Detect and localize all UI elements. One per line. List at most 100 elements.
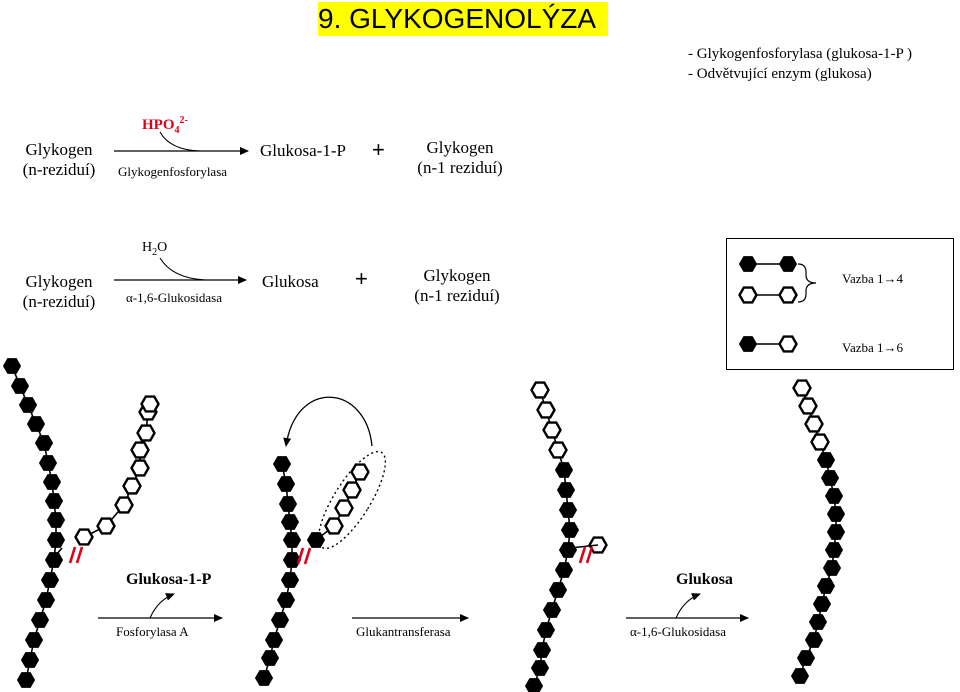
residue-filled <box>276 476 296 492</box>
step1-product: Glukosa-1-P <box>126 571 212 588</box>
r1-product2: Glykogen (n-1 reziduí) <box>405 138 515 178</box>
step1-enzyme: Fosforylasa A <box>116 624 189 639</box>
residue-filled <box>558 542 578 558</box>
residue-open <box>342 481 362 499</box>
r2-product2-name: Glykogen <box>423 266 491 285</box>
residue-filled <box>548 582 568 598</box>
r1-plus: + <box>372 137 385 162</box>
residue-filled <box>278 496 298 512</box>
r1-substrate: Glykogen (n-reziduí) <box>14 140 104 180</box>
residue-filled <box>18 397 38 413</box>
residue-filled <box>822 560 842 576</box>
legend-box <box>726 238 954 370</box>
residue-filled <box>36 592 56 608</box>
page-title: 9. GLYKOGENOLÝZA <box>318 2 608 36</box>
r1-enzyme: Glykogenfosforylasa <box>118 164 228 179</box>
r2-substrate-residues: (n-reziduí) <box>22 292 96 311</box>
residue-open <box>334 499 354 517</box>
residue-open <box>778 335 798 353</box>
residue-filled <box>542 602 562 618</box>
residue-filled <box>808 614 828 630</box>
residue-open <box>530 381 550 399</box>
r2-product2: Glykogen (n-1 reziduí) <box>402 266 512 306</box>
residue-filled <box>24 632 44 648</box>
residue-filled <box>778 256 798 272</box>
residue-open <box>542 421 562 439</box>
residue-filled <box>524 678 544 692</box>
residue-filled <box>26 416 46 432</box>
residue-filled <box>816 578 836 594</box>
residue-filled <box>282 532 302 548</box>
residue-filled <box>16 672 36 688</box>
glycosidic-bond <box>55 547 63 556</box>
transferred-segment-ellipse <box>317 450 387 550</box>
residue-filled <box>280 514 300 530</box>
residue-filled <box>738 336 758 352</box>
legend-bond-1-6: Vazba 1→6 <box>842 340 904 355</box>
residue-filled <box>42 474 62 490</box>
residue-filled <box>280 572 300 588</box>
residue-filled <box>554 462 574 478</box>
enzyme-notes: - Glykogenfosforylasa (glukosa-1-P ) - O… <box>688 44 912 84</box>
residue-filled <box>40 572 60 588</box>
residue-filled <box>260 650 280 666</box>
residue-open <box>324 517 344 535</box>
residue-filled <box>264 632 284 648</box>
r1-product: Glukosa-1-P <box>260 141 346 160</box>
residue-open <box>130 459 150 477</box>
residue-filled <box>558 502 578 518</box>
residue-filled <box>44 493 64 509</box>
residue-filled <box>306 532 326 548</box>
residue-filled <box>532 642 552 658</box>
residue-open <box>74 528 94 546</box>
residue-filled <box>804 632 824 648</box>
residue-filled <box>738 256 758 272</box>
residue-filled <box>824 488 844 504</box>
step3-release-curve <box>675 593 701 619</box>
residue-filled <box>530 660 550 676</box>
residue-filled <box>272 456 292 472</box>
residue-open <box>792 379 812 397</box>
residue-filled <box>38 455 58 471</box>
residue-filled <box>536 622 556 638</box>
r2-plus: + <box>355 266 368 291</box>
residue-filled <box>790 668 810 684</box>
residue-filled <box>820 470 840 486</box>
cleavage-mark <box>578 546 594 564</box>
r1-product2-name: Glykogen <box>426 138 494 157</box>
residue-open <box>96 517 116 535</box>
residue-open <box>122 477 142 495</box>
residue-filled <box>10 378 30 394</box>
residue-filled <box>824 542 844 558</box>
legend-bond-1-4: Vazba 1→4 <box>842 271 904 286</box>
r1-substrate-name: Glykogen <box>25 140 93 159</box>
step1-release-curve <box>149 593 175 619</box>
residue-filled <box>46 532 66 548</box>
residue-filled <box>46 512 66 528</box>
residue-filled <box>254 670 274 686</box>
cleavage-mark <box>68 546 84 564</box>
r2-product2-residues: (n-1 reziduí) <box>414 286 500 305</box>
r2-substrate: Glykogen (n-reziduí) <box>14 272 104 312</box>
transfer-loop-arrow <box>283 396 373 447</box>
r2-cofactor-curve <box>159 257 206 281</box>
residue-filled <box>2 358 22 374</box>
r2-product: Glukosa <box>262 272 319 291</box>
step3-enzyme: α-1,6-Glukosidasa <box>630 624 726 639</box>
residue-open <box>798 397 818 415</box>
arrow-icon: → <box>883 271 897 286</box>
residue-open <box>738 286 758 304</box>
residue-open <box>350 463 370 481</box>
residue-filled <box>282 552 302 568</box>
residue-filled <box>276 592 296 608</box>
residue-filled <box>816 452 836 468</box>
residue-open <box>804 415 824 433</box>
note-phosphorylase: - Glykogenfosforylasa (glukosa-1-P ) <box>688 46 912 62</box>
residue-filled <box>34 435 54 451</box>
residue-open <box>130 441 150 459</box>
residue-layer <box>2 256 846 692</box>
residue-filled <box>554 562 574 578</box>
r1-cofactor: HPO42- <box>142 115 188 136</box>
r1-product2-residues: (n-1 reziduí) <box>417 158 503 177</box>
